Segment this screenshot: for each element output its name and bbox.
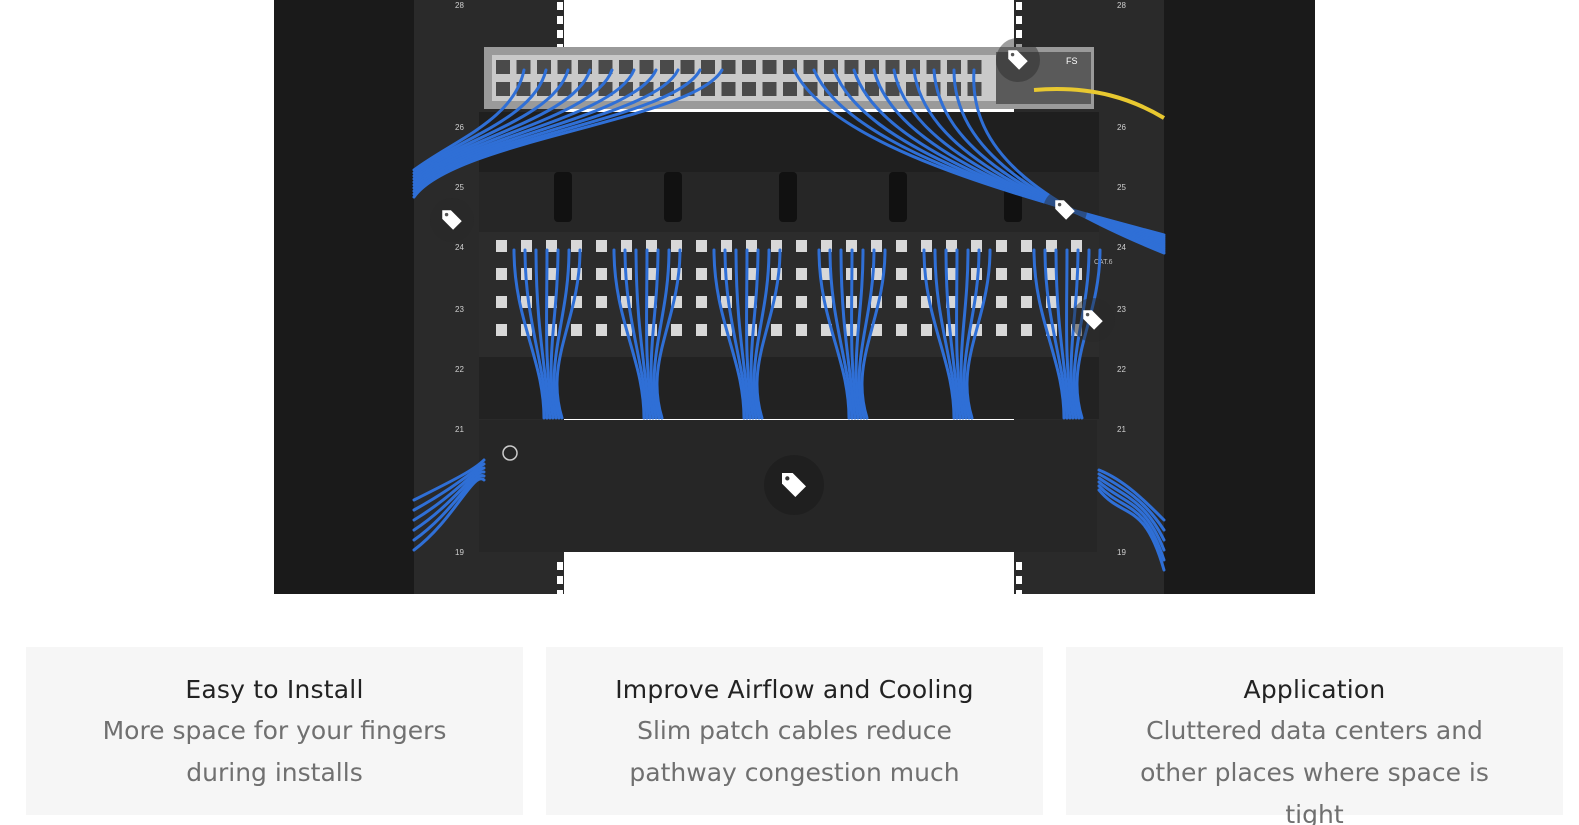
svg-text:24: 24 [1117,243,1126,252]
svg-text:25: 25 [455,183,464,192]
svg-text:23: 23 [455,305,464,314]
feature-title: Easy to Install [185,675,364,704]
svg-text:22: 22 [1117,365,1126,374]
hotspot-patch-panel[interactable] [1071,298,1115,342]
hotspot-cover-panel[interactable] [764,455,824,515]
tag-icon [1008,50,1028,70]
patch-panel [479,232,1099,357]
svg-text:23: 23 [1117,305,1126,314]
svg-text:19: 19 [455,548,464,557]
tag-icon [782,473,806,497]
feature-card-airflow: Improve Airflow and Cooling Slim patch c… [546,647,1043,815]
left-rack-post [274,0,414,594]
feature-description: More space for your fingers during insta… [102,716,447,787]
patch-panel-label: CAT.6 [1094,259,1113,266]
rack-illustration: FS CAT.6 28 28 26 26 25 25 24 24 23 23 22 22 21 21 19 1… [274,0,1315,594]
feature-description: Cluttered data centers and other places … [1140,716,1489,825]
feature-cards: Easy to Install More space for your fing… [26,647,1564,825]
svg-text:24: 24 [455,243,464,252]
feature-title: Improve Airflow and Cooling [615,675,974,704]
hotspot-cable-manager[interactable] [1043,188,1087,232]
svg-text:28: 28 [455,1,464,10]
svg-text:21: 21 [1117,425,1126,434]
brand-mark: FS [1066,56,1078,66]
feature-card-easy-install: Easy to Install More space for your fing… [26,647,523,815]
svg-text:26: 26 [1117,123,1126,132]
feature-description: Slim patch cables reduce pathway congest… [629,716,960,787]
feature-card-application: Application Cluttered data centers and o… [1066,647,1563,825]
svg-text:28: 28 [1117,1,1126,10]
hotspot-left-cables[interactable] [430,198,474,242]
tag-icon [442,210,462,230]
rack-cable-management-photo: FS CAT.6 28 28 26 26 25 25 24 24 23 23 22 22 21 21 19 1… [274,0,1315,594]
tag-icon [1083,310,1103,330]
right-rack-post [1164,0,1315,594]
svg-text:19: 19 [1117,548,1126,557]
svg-text:21: 21 [455,425,464,434]
svg-text:26: 26 [455,123,464,132]
feature-title: Application [1243,675,1386,704]
svg-text:22: 22 [455,365,464,374]
tag-icon [1055,200,1075,220]
svg-text:25: 25 [1117,183,1126,192]
hotspot-switch[interactable] [996,38,1040,82]
